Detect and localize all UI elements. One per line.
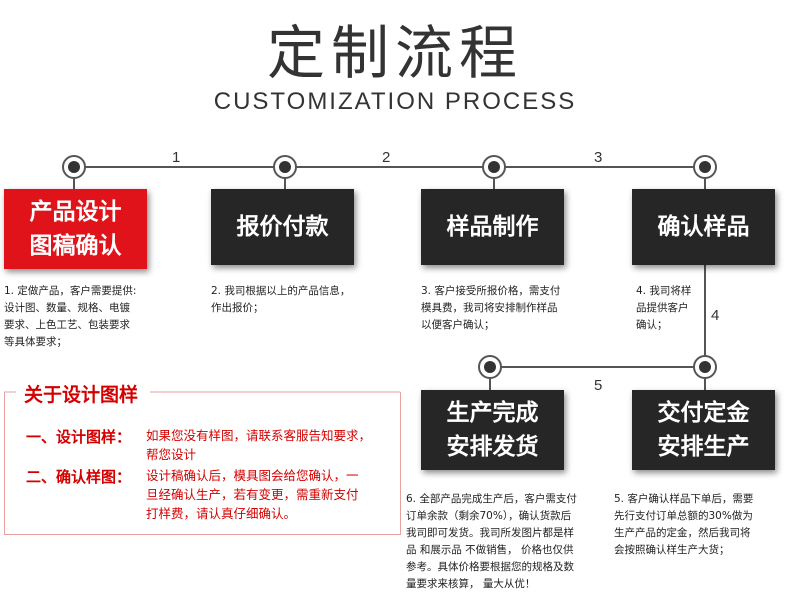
- note-label-2: 二、确认样图：: [26, 468, 132, 486]
- desc-line: 确认；: [636, 319, 668, 331]
- step-box-deposit: 交付定金 安排生产: [632, 390, 775, 470]
- desc-line: 5. 客户确认样品下单后，需要: [614, 493, 754, 505]
- page-title: 定制流程: [266, 19, 523, 87]
- notes-title-rules: [4, 391, 400, 393]
- step-desc-1: 1. 定做产品，客户需要提供: 设计图、数量、规格、电镀 要求、上色工艺、包装要…: [4, 283, 194, 351]
- design-notes-panel: [4, 392, 401, 535]
- step-box-quote-label: 报价付款: [236, 214, 329, 240]
- step-box-deposit-line1: 交付定金: [657, 400, 750, 426]
- node-markers: [62, 155, 717, 379]
- desc-line: 要求、上色工艺、包装要求: [4, 319, 130, 331]
- desc-line: 参考。具体价格要根据您的规格及数: [406, 561, 574, 573]
- node-step-1: [62, 155, 86, 179]
- step-box-sample-label: 样品制作: [446, 214, 539, 240]
- note-text-1: 如果您没有样图，请联系客服告知要求， 帮您设计: [146, 426, 371, 464]
- note-label-1: 一、设计图样：: [26, 428, 132, 446]
- step-box-ship: 生产完成 安排发货: [421, 390, 564, 470]
- step-number-1: 1: [172, 149, 181, 166]
- node-step-5: [693, 355, 717, 379]
- desc-line: 订单余款（剩余70%），确认货款后: [406, 510, 572, 522]
- desc-line: 作出报价；: [211, 302, 264, 314]
- desc-line: 2. 我司根据以上的产品信息，: [211, 285, 351, 297]
- desc-line: 品提供客户: [636, 302, 689, 314]
- node-step-4: [693, 155, 717, 179]
- note-line: 旦经确认生产，若有变更，需重新支付: [146, 487, 359, 502]
- step-number-2: 2: [382, 149, 391, 166]
- step-box-quote: 报价付款: [211, 189, 354, 265]
- node-step-2: [273, 155, 297, 179]
- step-box-design: 产品设计 图稿确认: [4, 189, 147, 269]
- step-desc-4: 4. 我司将样 品提供客户 确认；: [636, 283, 716, 334]
- step-desc-2: 2. 我司根据以上的产品信息， 作出报价；: [211, 283, 401, 317]
- desc-line: 生产产品的定金，然后我司将: [614, 527, 751, 539]
- note-item-2: 二、确认样图： 设计稿确认后，模具图会给您确认，一 旦经确认生产，若有变更，需重…: [26, 466, 396, 523]
- desc-line: 品 和展示品 不做销售， 价格也仅供: [406, 544, 574, 556]
- step-box-confirm: 确认样品: [632, 189, 775, 265]
- step-number-4: 4: [711, 307, 720, 324]
- step-desc-3: 3. 客户接受所报价格，需支付 模具费，我司将安排制作样品 以便客户确认；: [421, 283, 621, 334]
- note-line: 设计稿确认后，模具图会给您确认，一: [146, 468, 359, 483]
- step-box-design-line1: 产品设计: [29, 199, 122, 225]
- desc-line: 我司即可发货。我司所发图片都是样: [406, 527, 574, 539]
- note-item-1: 一、设计图样： 如果您没有样图，请联系客服告知要求， 帮您设计: [26, 426, 396, 464]
- step-number-3: 3: [594, 149, 603, 166]
- step-desc-5: 5. 客户确认样品下单后，需要 先行支付订单总额的30%做为 生产产品的定金，然…: [614, 491, 788, 559]
- note-line: 打样费，请认真仔细确认。: [146, 506, 297, 521]
- step-box-deposit-line2: 安排生产: [657, 434, 750, 460]
- notes-title: 关于设计图样: [18, 380, 145, 407]
- note-line: 如果您没有样图，请联系客服告知要求，: [146, 428, 372, 443]
- step-box-confirm-label: 确认样品: [657, 214, 750, 240]
- desc-line: 会按照确认样生产大货；: [614, 544, 730, 556]
- note-line: 帮您设计: [146, 447, 197, 462]
- note-text-2: 设计稿确认后，模具图会给您确认，一 旦经确认生产，若有变更，需重新支付 打样费，…: [146, 466, 359, 523]
- step-desc-6: 6. 全部产品完成生产后，客户需支付 订单余款（剩余70%），确认货款后 我司即…: [406, 491, 606, 593]
- desc-line: 3. 客户接受所报价格，需支付: [421, 285, 561, 297]
- desc-line: 等具体要求；: [4, 336, 67, 348]
- desc-line: 以便客户确认；: [421, 319, 495, 331]
- step-number-5: 5: [594, 377, 603, 394]
- desc-line: 量要求来核算， 量大从优！: [406, 578, 536, 590]
- desc-line: 4. 我司将样: [636, 285, 692, 297]
- desc-line: 6. 全部产品完成生产后，客户需支付: [406, 493, 577, 505]
- step-box-sample: 样品制作: [421, 189, 564, 265]
- desc-line: 先行支付订单总额的30%做为: [614, 510, 753, 522]
- step-box-ship-line1: 生产完成: [446, 400, 539, 426]
- step-box-ship-line2: 安排发货: [446, 434, 539, 460]
- desc-line: 设计图、数量、规格、电镀: [4, 302, 130, 314]
- desc-line: 模具费，我司将安排制作样品: [421, 302, 558, 314]
- desc-line: 1. 定做产品，客户需要提供:: [4, 285, 137, 297]
- node-step-6: [478, 355, 502, 379]
- node-step-3: [482, 155, 506, 179]
- page-subtitle: CUSTOMIZATION PROCESS: [213, 88, 577, 115]
- step-box-design-line2: 图稿确认: [29, 233, 122, 259]
